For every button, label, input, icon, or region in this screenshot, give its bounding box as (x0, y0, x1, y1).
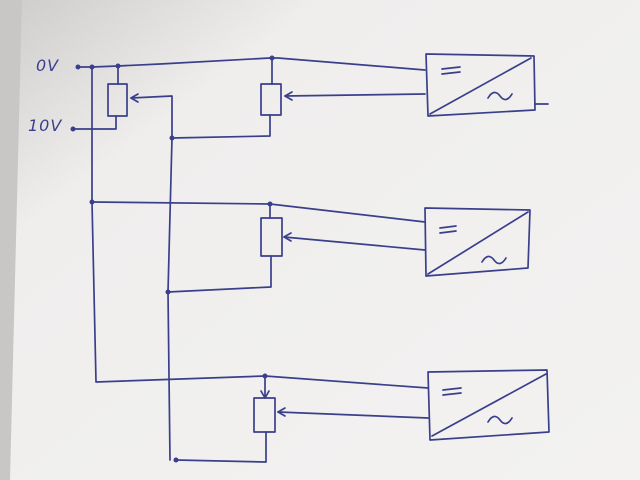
wiper-arrow (130, 93, 139, 103)
converter-module-1 (425, 53, 549, 117)
wiper-arrow (283, 232, 292, 242)
junction (173, 457, 179, 463)
label-10v: 10V (28, 116, 63, 135)
wire (167, 255, 272, 293)
converter-module-3 (427, 369, 550, 441)
potentiometer-1 (260, 83, 282, 116)
terminal-0v (75, 64, 81, 70)
wiper-3 (277, 411, 429, 419)
potentiometer-3 (253, 397, 276, 433)
wiper-2 (283, 236, 426, 251)
potentiometer-wiper (130, 95, 173, 139)
junction (169, 135, 175, 141)
wire (175, 431, 267, 463)
terminal-10v (70, 126, 76, 132)
converter-module-2 (424, 207, 531, 277)
wire (171, 114, 271, 139)
wire (264, 375, 429, 389)
wiper-arrow (284, 91, 293, 101)
wire-0v-bus (91, 66, 266, 383)
wire-10v (72, 115, 117, 130)
main-potentiometer (107, 83, 128, 117)
label-0v: 0V (36, 56, 60, 75)
wiper-arrow (277, 407, 286, 417)
wiper-1 (284, 93, 426, 97)
junction (165, 289, 171, 295)
